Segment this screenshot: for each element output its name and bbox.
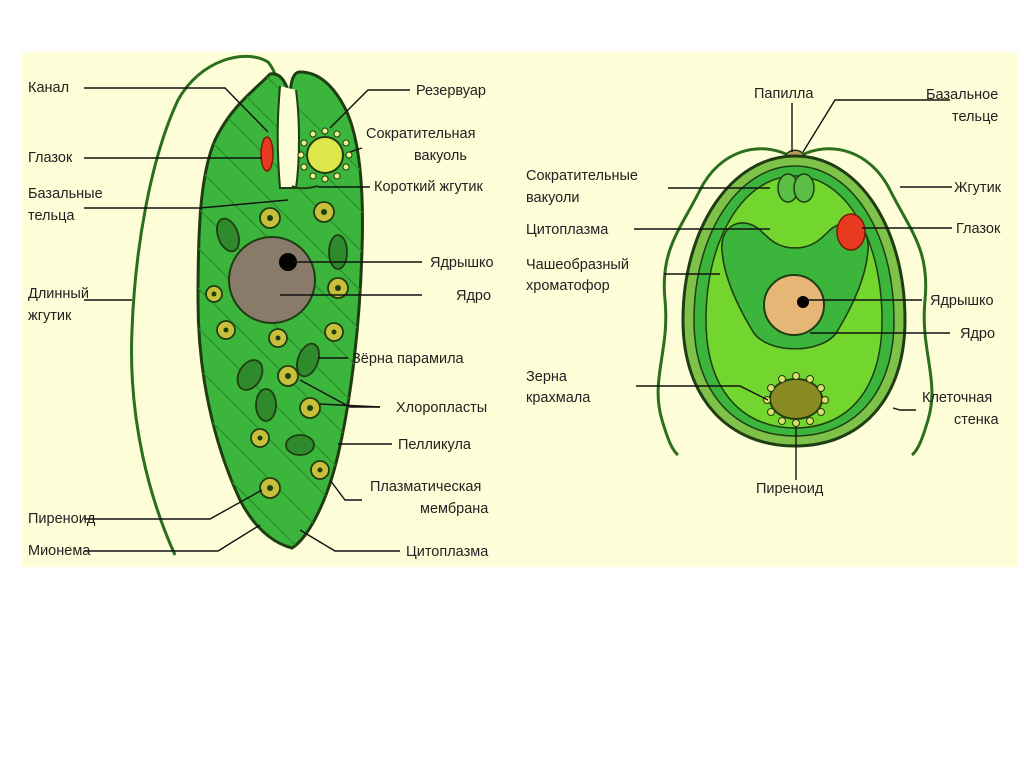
label-nucleolus-right: Ядрышко	[930, 293, 994, 309]
euglena-nucleolus	[279, 253, 297, 271]
chlamy-contractile-vacuoles	[777, 173, 815, 203]
label-cytoplasm-left: Цитоплазма	[406, 544, 489, 560]
label-eyespot-left: Глазок	[28, 150, 73, 166]
euglena-eyespot	[260, 136, 274, 172]
chlamy-flagellum-right	[799, 147, 934, 457]
chlamy-leader-lines	[634, 99, 952, 480]
label-basal-body-2: тельце	[952, 109, 998, 125]
chlamy-eyespot	[836, 213, 866, 251]
label-contractile-vacuole-2: вакуоль	[414, 148, 467, 164]
euglena-nucleus	[228, 236, 316, 324]
label-cytoplasm-right: Цитоплазма	[526, 222, 609, 238]
label-basal-body-1: Базальное	[926, 87, 998, 103]
diagram-svg: Канал Глазок Базальные тельца Длинный жг…	[28, 54, 1002, 560]
chlamydomonas-cell	[656, 147, 934, 457]
label-basal-bodies-1: Базальные	[28, 186, 103, 202]
label-contractile-vacuole-1: Сократительная	[366, 126, 475, 142]
euglena-short-flagellum	[291, 185, 319, 190]
euglena-leader-lines	[84, 87, 422, 552]
euglena-cell	[130, 54, 364, 556]
label-long-flagellum-1: Длинный	[28, 286, 89, 302]
label-nucleus-left: Ядро	[456, 288, 491, 304]
label-basal-bodies-2: тельца	[28, 208, 75, 224]
label-chromatophore-1: Чашеобразный	[526, 257, 629, 273]
label-chromatophore-2: хроматофор	[526, 278, 610, 294]
chlamy-flagellum-left	[656, 147, 791, 457]
label-plasma-membrane-2: мембрана	[420, 501, 489, 517]
label-contractile-vacuoles-1: Сократительные	[526, 168, 638, 184]
euglena-paramylon-dots	[211, 209, 341, 491]
label-starch-2: крахмала	[526, 390, 591, 406]
label-cell-wall-1: Клеточная	[922, 390, 992, 406]
label-eyespot-right: Глазок	[956, 221, 1001, 237]
label-plasma-membrane-1: Плазматическая	[370, 479, 481, 495]
label-canal: Канал	[28, 80, 69, 96]
chlamy-nucleolus	[797, 296, 809, 308]
diagram-panel: Канал Глазок Базальные тельца Длинный жг…	[22, 52, 1018, 567]
label-nucleolus-left: Ядрышко	[430, 255, 494, 271]
label-pyrenoid-left: Пиреноид	[28, 511, 96, 527]
label-flagellum: Жгутик	[954, 180, 1002, 196]
label-paramylon: Зёрна парамила	[352, 351, 465, 367]
chlamy-nucleus	[763, 274, 825, 336]
euglena-chloroplasts	[216, 217, 348, 456]
label-long-flagellum-2: жгутик	[28, 308, 72, 324]
label-nucleus-right: Ядро	[960, 326, 995, 342]
label-reservoir: Резервуар	[416, 83, 486, 99]
euglena-contractile-vacuole	[297, 127, 353, 183]
label-short-flagellum: Короткий жгутик	[374, 179, 484, 195]
label-contractile-vacuoles-2: вакуоли	[526, 190, 580, 206]
label-pyrenoid-right: Пиреноид	[756, 481, 824, 497]
label-chloroplasts: Хлоропласты	[396, 400, 487, 416]
label-pellicle: Пелликула	[398, 437, 472, 453]
euglena-canal	[276, 85, 300, 189]
label-starch-1: Зерна	[526, 369, 568, 385]
label-papilla: Папилла	[754, 86, 814, 102]
label-cell-wall-2: стенка	[954, 412, 999, 428]
label-myoneme: Мионема	[28, 543, 91, 559]
